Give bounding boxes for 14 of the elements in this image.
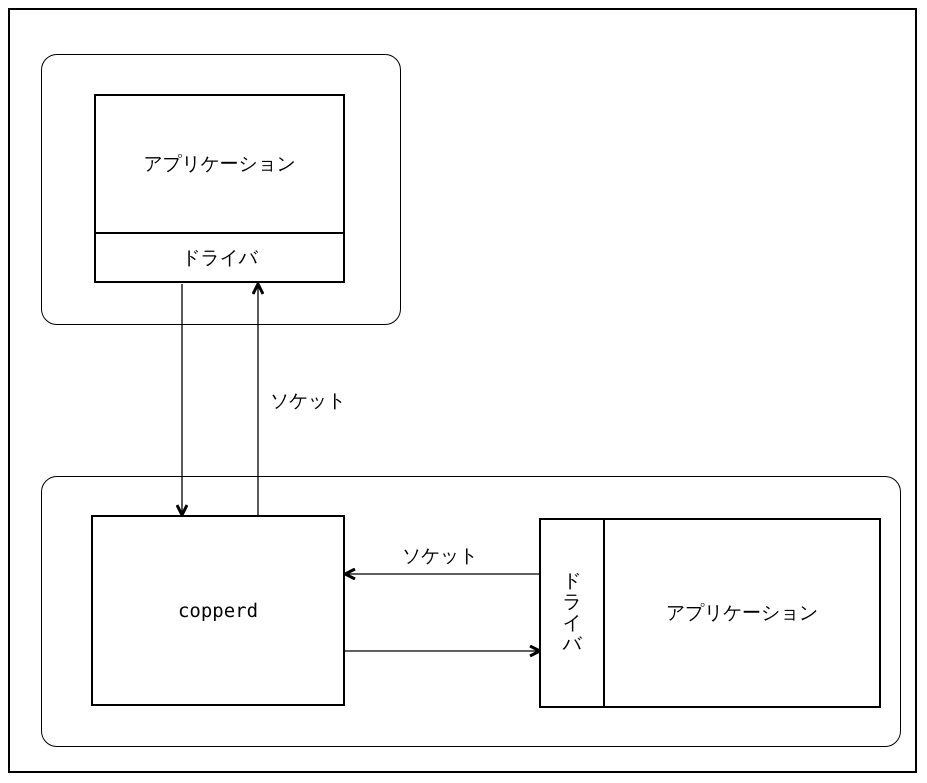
arrow (252, 282, 264, 515)
process-box (94, 94, 345, 283)
node-label: ドライバ (182, 246, 258, 270)
arrow (345, 644, 542, 658)
group-container (41, 476, 901, 747)
node-label: ドライバ (562, 571, 582, 655)
node-label: アプリケーション (144, 152, 296, 176)
process-box (539, 518, 881, 708)
process-label: copperd (178, 600, 258, 622)
group-container (41, 54, 401, 325)
node-label: アプリケーション (666, 601, 818, 626)
process-box (91, 515, 345, 706)
arrow (176, 284, 188, 516)
arrow (344, 568, 540, 580)
